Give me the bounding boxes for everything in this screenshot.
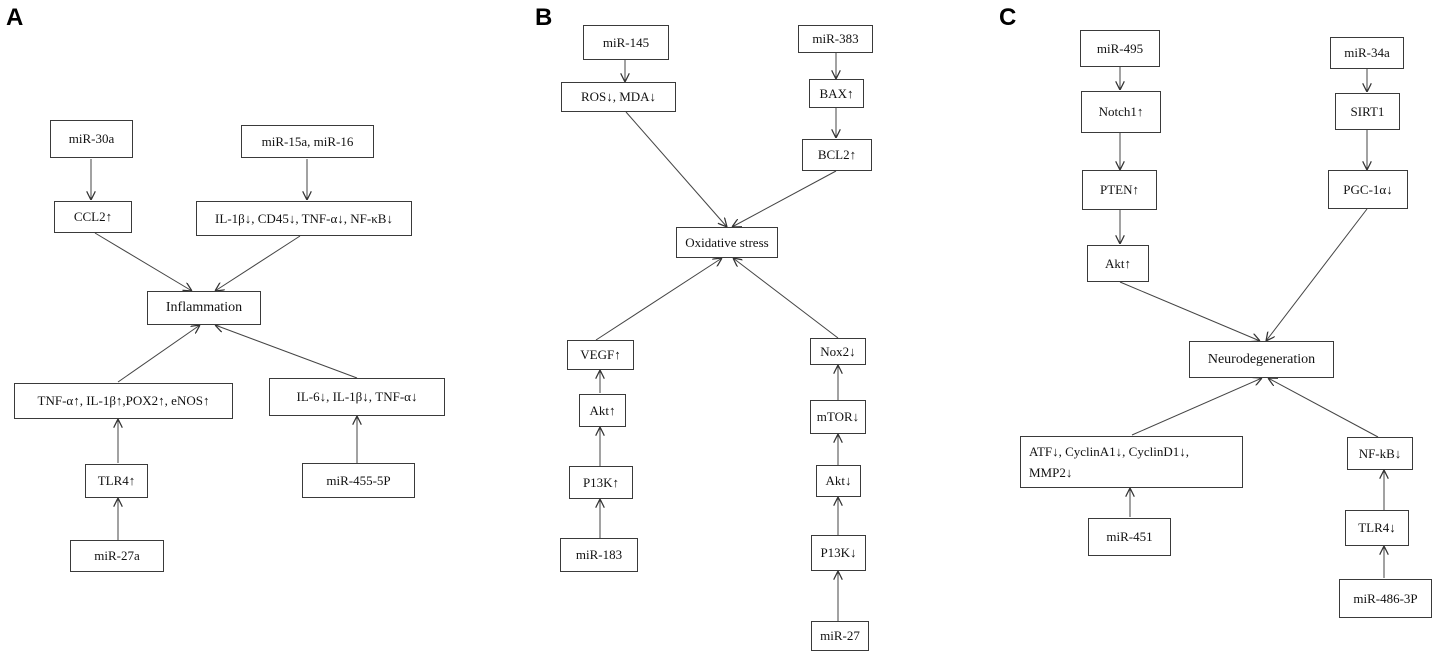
node-mir-15a-mir-16: miR-15a, miR-16 <box>241 125 374 158</box>
node-mir-30a: miR-30a <box>50 120 133 158</box>
node-atf-cyclin-mmp2: ATF↓, CyclinA1↓, CyclinD1↓, MMP2↓ <box>1020 436 1243 488</box>
arrow-ccl2-inflammation <box>94 232 192 291</box>
node-akt-down: Akt↓ <box>816 465 861 497</box>
node-mir-495: miR-495 <box>1080 30 1160 67</box>
node-mir-383: miR-383 <box>798 25 873 53</box>
node-mtor: mTOR↓ <box>810 400 866 434</box>
panel-label-a: A <box>6 4 24 31</box>
node-il6-il1b-tnf: IL-6↓, IL-1β↓, TNF-α↓ <box>269 378 445 416</box>
node-mir-455-5p: miR-455-5P <box>302 463 415 498</box>
node-mir-34a: miR-34a <box>1330 37 1404 69</box>
panel-label-b: B <box>535 4 553 31</box>
node-bax: BAX↑ <box>809 79 864 108</box>
arrow-tnf-inflammation <box>117 325 200 383</box>
node-nox2: Nox2↓ <box>810 338 866 365</box>
node-mir-183: miR-183 <box>560 538 638 572</box>
node-mir-27a: miR-27a <box>70 540 164 572</box>
node-akt-up: Akt↑ <box>579 394 626 427</box>
arrow-vegf-oxstress <box>595 258 722 341</box>
node-nf-kb: NF-kB↓ <box>1347 437 1413 470</box>
atf-line-1: ATF↓, CyclinA1↓, CyclinD1↓, <box>1029 444 1189 459</box>
node-akt-up-c: Akt↑ <box>1087 245 1149 282</box>
node-mir-451: miR-451 <box>1088 518 1171 556</box>
arrow-il1b-inflammation <box>215 235 301 291</box>
arrow-il6-inflammation <box>215 325 358 379</box>
node-inflammation: Inflammation <box>147 291 261 325</box>
arrow-nox2-oxstress <box>733 258 839 339</box>
arrow-pgc1a-neuro <box>1266 208 1368 341</box>
panel-label-c: C <box>999 4 1017 31</box>
node-sirt1: SIRT1 <box>1335 93 1400 130</box>
node-pgc-1a: PGC-1α↓ <box>1328 170 1408 209</box>
node-notch1: Notch1↑ <box>1081 91 1161 133</box>
node-oxidative-stress: Oxidative stress <box>676 227 778 258</box>
node-ros-mda: ROS↓, MDA↓ <box>561 82 676 112</box>
node-pi3k-up: P13K↑ <box>569 466 633 499</box>
node-pten: PTEN↑ <box>1082 170 1157 210</box>
atf-line-2: MMP2↓ <box>1029 465 1073 480</box>
arrow-ros-oxstress <box>625 111 727 227</box>
node-neurodegeneration: Neurodegeneration <box>1189 341 1334 378</box>
node-mir-27: miR-27 <box>811 621 869 651</box>
node-il1b-cd45-tnf-nfkb: IL-1β↓, CD45↓, TNF-α↓, NF-κB↓ <box>196 201 412 236</box>
node-vegf: VEGF↑ <box>567 340 634 370</box>
arrow-atf-neuro <box>1131 378 1262 436</box>
node-tlr4-down: TLR4↓ <box>1345 510 1409 546</box>
node-pi3k-down: P13K↓ <box>811 535 866 571</box>
node-tlr4-up: TLR4↑ <box>85 464 148 498</box>
node-ccl2: CCL2↑ <box>54 201 132 233</box>
node-tnf-il1b-pox2-enos: TNF-α↑, IL-1β↑,POX2↑, eNOS↑ <box>14 383 233 419</box>
arrow-bcl2-oxstress <box>732 170 837 227</box>
node-bcl2: BCL2↑ <box>802 139 872 171</box>
node-mir-145: miR-145 <box>583 25 669 60</box>
arrow-akt-neuro <box>1119 281 1260 341</box>
arrow-nfkb-neuro <box>1268 378 1379 438</box>
node-mir-486-3p: miR-486-3P <box>1339 579 1432 618</box>
